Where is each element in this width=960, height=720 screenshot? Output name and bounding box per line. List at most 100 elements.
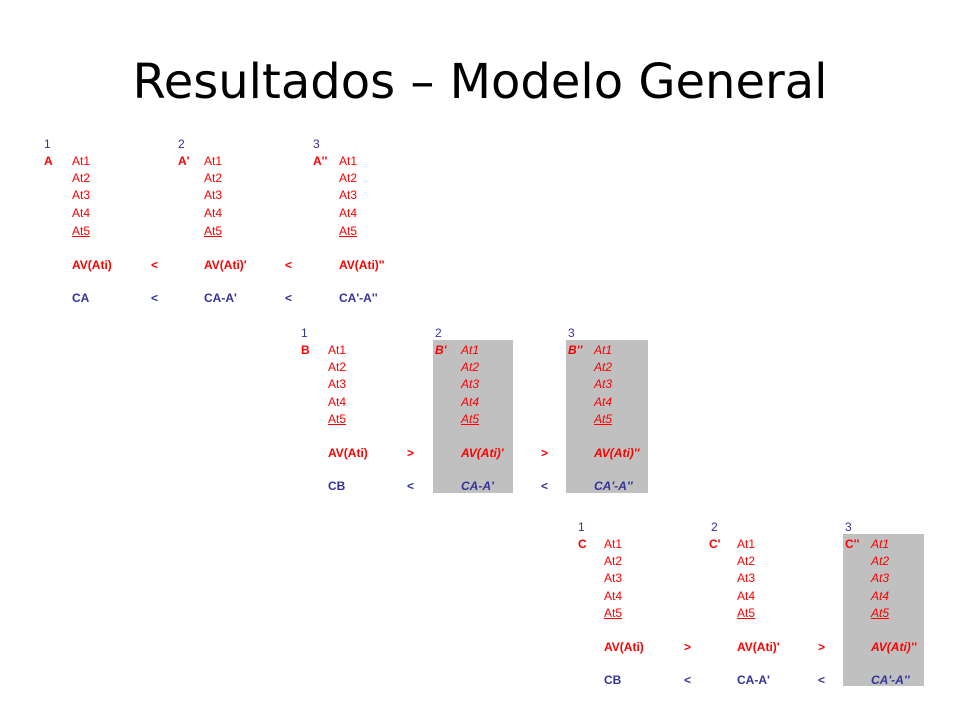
av-compare-1: >: [407, 446, 415, 460]
av-compare-2: >: [541, 446, 549, 460]
object-label-a-prime: A': [178, 154, 190, 168]
cost-value-3: CA'-A'': [594, 479, 633, 493]
cost-compare-1: <: [151, 291, 159, 305]
attr-4-col2: At4: [204, 206, 223, 220]
cost-value-2: CA-A': [461, 479, 494, 493]
attr-3-col3: At3: [871, 571, 890, 585]
column-header-2: 2: [178, 137, 185, 151]
column-header-1: 1: [578, 520, 585, 534]
attr-5-col3: At5: [594, 412, 613, 426]
av-value-1: AV(Ati): [604, 640, 644, 654]
attr-3-col3: At3: [594, 377, 613, 391]
cost-value-1: CA: [72, 291, 90, 305]
attr-4-col1: At4: [604, 589, 623, 603]
av-value-1: AV(Ati): [72, 258, 112, 272]
attr-5-col3: At5: [871, 606, 890, 620]
attr-5-col3: At5: [339, 224, 358, 238]
attr-2-col3: At2: [871, 554, 890, 568]
attr-1-col2: At1: [737, 537, 756, 551]
object-label-b-prime: B': [435, 343, 447, 357]
cost-value-3: CA'-A'': [339, 291, 378, 305]
object-label-b: B: [301, 343, 310, 357]
attr-2-col2: At2: [204, 171, 223, 185]
column-header-1: 1: [44, 137, 51, 151]
column-header-2: 2: [711, 520, 718, 534]
attr-1-col3: At1: [594, 343, 613, 357]
av-compare-2: <: [285, 258, 293, 272]
attr-1-col2: At1: [461, 343, 480, 357]
attr-1-col2: At1: [204, 154, 223, 168]
attr-2-col2: At2: [737, 554, 756, 568]
attr-3-col2: At3: [737, 571, 756, 585]
attr-5-col2: At5: [737, 606, 756, 620]
av-value-3: AV(Ati)'': [871, 640, 917, 654]
cost-value-2: CA-A': [737, 673, 770, 687]
highlight-column-3: [843, 534, 924, 686]
av-value-2: AV(Ati)': [204, 258, 247, 272]
av-value-2: AV(Ati)': [461, 446, 504, 460]
attr-4-col1: At4: [328, 395, 347, 409]
attr-5-col1: At5: [604, 606, 623, 620]
attr-3-col3: At3: [339, 188, 358, 202]
av-compare-1: >: [684, 640, 692, 654]
object-label-a-double-prime: A'': [313, 154, 328, 168]
attr-3-col2: At3: [461, 377, 480, 391]
column-header-3: 3: [568, 326, 575, 340]
highlight-column-3: [566, 340, 648, 493]
av-value-2: AV(Ati)': [737, 640, 780, 654]
attr-5-col1: At5: [328, 412, 347, 426]
cost-value-1: CB: [604, 673, 622, 687]
av-value-3: AV(Ati)'': [594, 446, 640, 460]
av-value-3: AV(Ati)'': [339, 258, 385, 272]
object-label-a: A: [44, 154, 53, 168]
object-label-c: C: [578, 537, 587, 551]
column-header-3: 3: [313, 137, 320, 151]
attr-3-col1: At3: [328, 377, 347, 391]
attr-2-col3: At2: [339, 171, 358, 185]
av-compare-1: <: [151, 258, 159, 272]
cost-compare-2: <: [818, 673, 826, 687]
attr-4-col2: At4: [461, 395, 480, 409]
object-label-b-double-prime: B'': [568, 343, 583, 357]
attr-1-col3: At1: [871, 537, 890, 551]
attr-1-col1: At1: [604, 537, 623, 551]
cost-compare-1: <: [684, 673, 692, 687]
av-compare-2: >: [818, 640, 826, 654]
cost-compare-1: <: [407, 479, 415, 493]
highlight-column-2: [433, 340, 513, 493]
column-header-2: 2: [435, 326, 442, 340]
attr-2-col3: At2: [594, 360, 613, 374]
attr-3-col2: At3: [204, 188, 223, 202]
attr-2-col2: At2: [461, 360, 480, 374]
av-value-1: AV(Ati): [328, 446, 368, 460]
column-header-3: 3: [845, 520, 852, 534]
cost-value-3: CA'-A'': [871, 673, 910, 687]
attr-4-col3: At4: [339, 206, 358, 220]
attr-4-col1: At4: [72, 206, 91, 220]
object-label-c-prime: C': [709, 537, 721, 551]
attr-3-col1: At3: [604, 571, 623, 585]
attr-2-col1: At2: [328, 360, 347, 374]
attr-5-col1: At5: [72, 224, 91, 238]
attr-5-col2: At5: [461, 412, 480, 426]
attr-4-col3: At4: [594, 395, 613, 409]
cost-compare-2: <: [285, 291, 293, 305]
object-label-c-double-prime: C'': [845, 537, 860, 551]
attr-1-col1: At1: [72, 154, 91, 168]
cost-value-1: CB: [328, 479, 346, 493]
slide-title: Resultados – Modelo General: [132, 54, 828, 110]
attr-5-col2: At5: [204, 224, 223, 238]
attr-4-col2: At4: [737, 589, 756, 603]
attr-2-col1: At2: [72, 171, 91, 185]
cost-compare-2: <: [541, 479, 549, 493]
attr-1-col1: At1: [328, 343, 347, 357]
attr-1-col3: At1: [339, 154, 358, 168]
attr-4-col3: At4: [871, 589, 890, 603]
attr-2-col1: At2: [604, 554, 623, 568]
cost-value-2: CA-A': [204, 291, 237, 305]
column-header-1: 1: [301, 326, 308, 340]
attr-3-col1: At3: [72, 188, 91, 202]
